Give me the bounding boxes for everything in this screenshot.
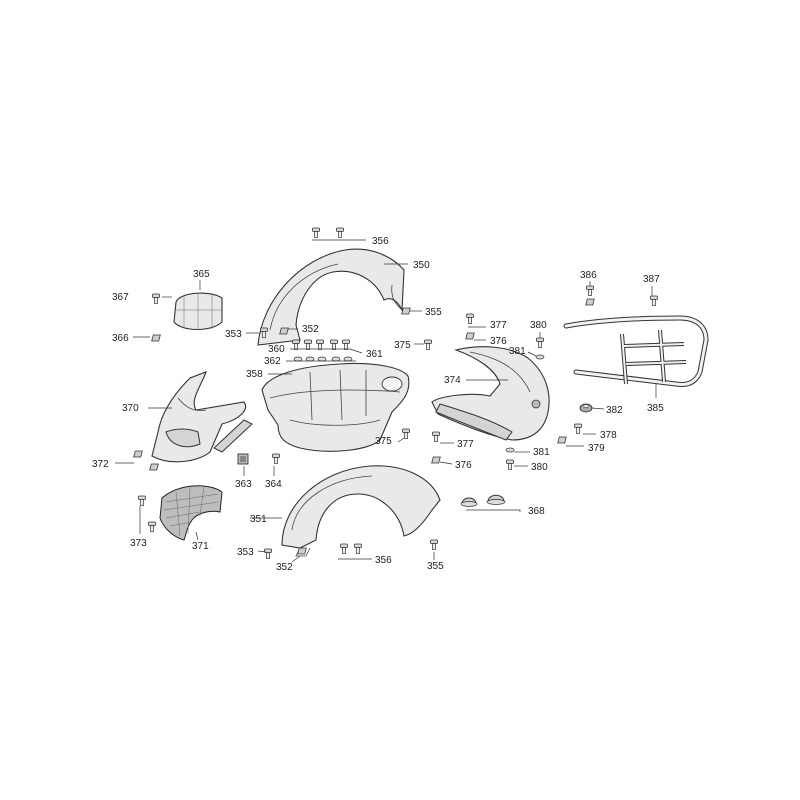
part-358-storage-bucket xyxy=(261,363,410,452)
label-381-top: 381 xyxy=(509,346,526,357)
part-385-rear-rack xyxy=(563,315,709,387)
label-363: 363 xyxy=(235,479,252,490)
part-365-net-holder xyxy=(173,292,223,331)
label-356-top: 356 xyxy=(372,236,389,247)
label-361: 361 xyxy=(366,349,383,360)
label-376-bottom: 376 xyxy=(455,460,472,471)
label-375-bottom: 375 xyxy=(375,436,392,447)
label-353-bottom: 353 xyxy=(237,547,254,558)
label-356-bottom: 356 xyxy=(375,555,392,566)
part-368-caps xyxy=(460,494,506,507)
label-360: 360 xyxy=(268,344,285,355)
label-351: 351 xyxy=(250,514,267,525)
label-370: 370 xyxy=(122,403,139,414)
label-376-top: 376 xyxy=(490,336,507,347)
label-364: 364 xyxy=(265,479,282,490)
label-377-bottom: 377 xyxy=(457,439,474,450)
label-353-top: 353 xyxy=(225,329,242,340)
label-371: 371 xyxy=(192,541,209,552)
label-352-top: 352 xyxy=(302,324,319,335)
label-382: 382 xyxy=(606,405,623,416)
label-366: 366 xyxy=(112,333,129,344)
label-385: 385 xyxy=(647,403,664,414)
part-370-inner-panel xyxy=(151,371,253,463)
part-labels: 356 350 365 367 355 353 352 366 377 380 … xyxy=(92,236,664,573)
label-375-top: 375 xyxy=(394,340,411,351)
label-379: 379 xyxy=(588,443,605,454)
part-371-grille xyxy=(159,485,223,541)
label-362: 362 xyxy=(264,356,281,367)
label-365: 365 xyxy=(193,269,210,280)
label-368: 368 xyxy=(528,506,545,517)
label-355-bottom: 355 xyxy=(427,561,444,572)
part-363-clip xyxy=(237,453,249,465)
part-350-side-cover xyxy=(257,248,405,346)
label-355-top: 355 xyxy=(425,307,442,318)
label-374: 374 xyxy=(444,375,461,386)
label-381-bottom: 381 xyxy=(533,447,550,458)
label-372: 372 xyxy=(92,459,109,470)
part-351-side-cover xyxy=(281,465,441,557)
leader-lines xyxy=(115,239,657,563)
part-374-rear-panel xyxy=(431,346,550,441)
label-358: 358 xyxy=(246,369,263,380)
label-386: 386 xyxy=(580,270,597,281)
label-387: 387 xyxy=(643,274,660,285)
label-352-bottom: 352 xyxy=(276,562,293,573)
label-350: 350 xyxy=(413,260,430,271)
label-377-top: 377 xyxy=(490,320,507,331)
label-367: 367 xyxy=(112,292,129,303)
label-380-bottom: 380 xyxy=(531,462,548,473)
label-380-top: 380 xyxy=(530,320,547,331)
label-378: 378 xyxy=(600,430,617,441)
part-382-grommet xyxy=(579,403,593,413)
label-373: 373 xyxy=(130,538,147,549)
